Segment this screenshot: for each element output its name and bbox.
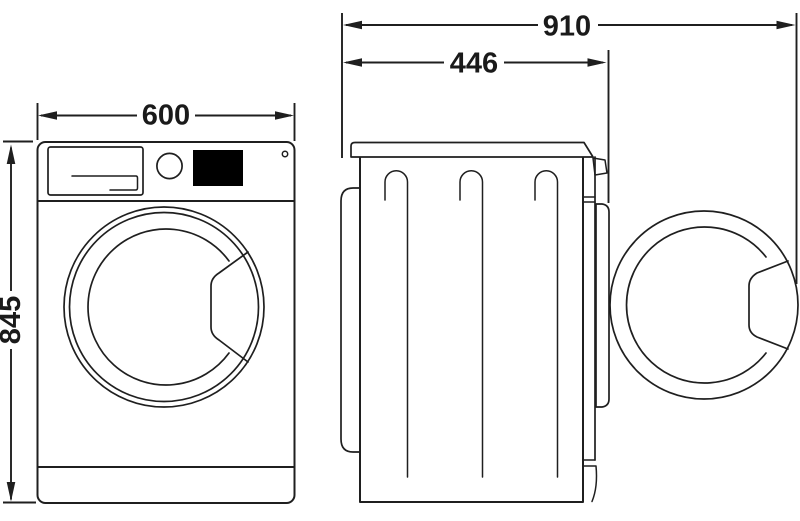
side-view <box>340 141 799 503</box>
depth-body-label: 446 <box>450 48 498 80</box>
detergent-drawer-handle <box>71 175 139 191</box>
arrowhead-left <box>38 111 57 120</box>
dimension-height: 845 <box>0 140 36 504</box>
open-door-rim <box>609 210 799 400</box>
power-indicator <box>281 150 289 158</box>
arrowhead-right <box>275 111 294 120</box>
door-window <box>87 228 230 386</box>
display-screen <box>193 150 243 186</box>
door-inner-ring <box>68 211 260 403</box>
top-lid <box>350 141 594 158</box>
body-groove-3 <box>534 170 559 478</box>
arrowhead-right <box>776 20 796 30</box>
body-groove-1 <box>384 170 409 478</box>
arrowhead-left <box>343 58 362 67</box>
dimension-depth-body: 446 <box>343 48 610 203</box>
front-bottom-corner <box>582 465 598 503</box>
front-door <box>63 206 265 408</box>
front-view <box>36 141 296 504</box>
detergent-drawer <box>47 146 144 196</box>
door-handle <box>210 251 249 363</box>
rear-bumper-panel <box>340 187 361 453</box>
open-door-window <box>625 226 767 384</box>
front-body <box>36 141 296 504</box>
body-groove-2 <box>459 170 484 478</box>
depth-total-label: 910 <box>543 11 591 43</box>
door-outer-ring <box>63 206 265 408</box>
side-body <box>359 151 584 503</box>
open-door <box>609 210 799 400</box>
open-door-handle <box>748 260 789 350</box>
dimension-width: 600 <box>36 100 296 141</box>
width-label: 600 <box>142 100 190 132</box>
arrowhead-down <box>6 482 16 502</box>
arrowhead-right <box>587 58 607 67</box>
dimension-depth-total: 910 <box>341 11 798 284</box>
arrowhead-left <box>343 20 362 30</box>
door-mount-strip <box>595 203 610 408</box>
height-label: 845 <box>0 296 27 344</box>
arrowhead-up <box>6 144 16 164</box>
program-knob <box>156 152 183 180</box>
